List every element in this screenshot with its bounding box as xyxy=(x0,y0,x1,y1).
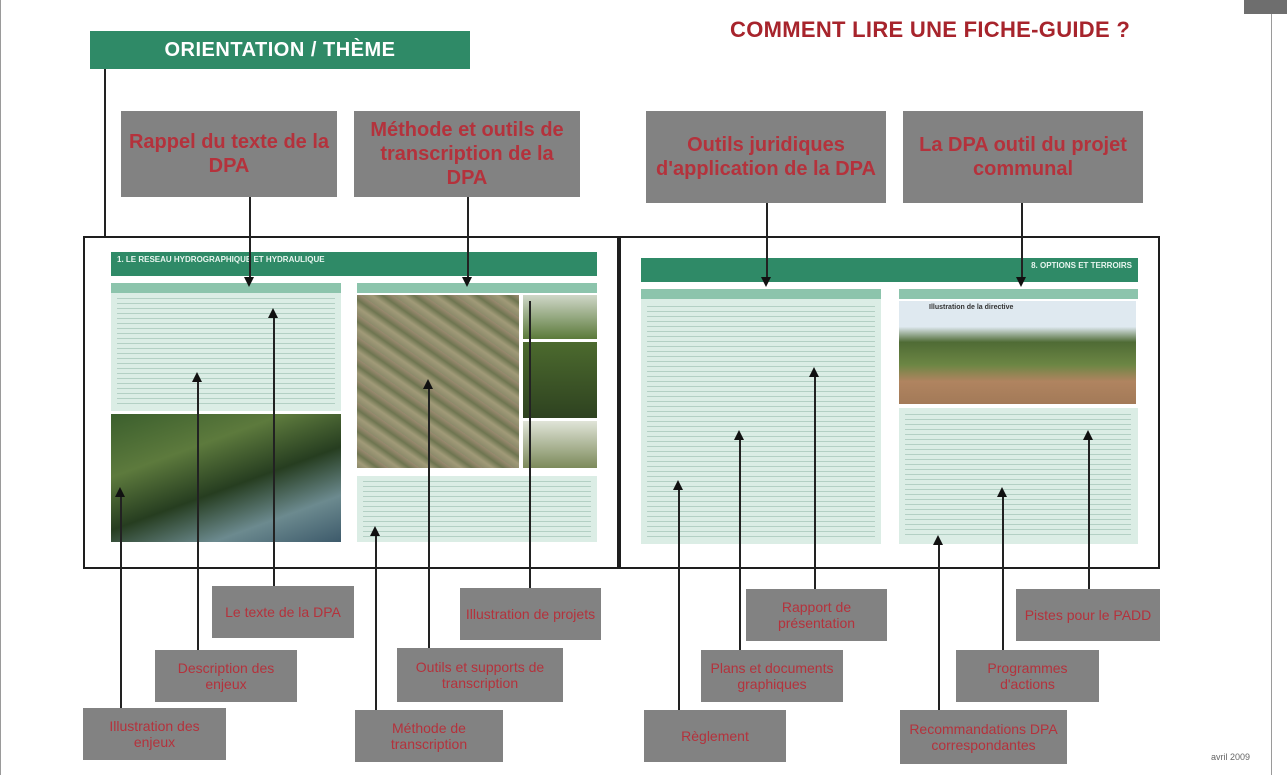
right-page-thumbnail: 8. OPTIONS ET TERROIRS Illustration de l… xyxy=(619,236,1160,569)
arrow-methode xyxy=(462,277,472,287)
right-subband-1 xyxy=(641,289,881,299)
small-photo-2 xyxy=(523,342,597,418)
arrow-rappel xyxy=(244,277,254,287)
left-subband-2 xyxy=(357,283,597,293)
olive-grove-photo: Illustration de la directive xyxy=(899,301,1136,404)
connector-orientation xyxy=(104,69,106,243)
box-texte-dpa: Le texte de la DPA xyxy=(212,586,354,638)
left-page-band: 1. LE RESEAU HYDROGRAPHIQUE ET HYDRAULIQ… xyxy=(111,252,597,276)
arrow-dpa-projet xyxy=(1016,277,1026,287)
box-plans-documents: Plans et documents graphiques xyxy=(701,650,843,702)
footer-date: avril 2009 xyxy=(1211,752,1251,762)
page-title: COMMENT LIRE UNE FICHE-GUIDE ? xyxy=(730,17,1131,42)
box-recommandations: Recommandations DPA correspondantes xyxy=(900,710,1067,764)
connector-rapport xyxy=(814,377,816,589)
connector-methode xyxy=(467,197,469,277)
box-outils-supports: Outils et supports de transcription xyxy=(397,648,563,702)
connector-programmes xyxy=(1002,497,1004,650)
connector-illustration-projets xyxy=(529,301,531,588)
box-programmes-actions: Programmes d'actions xyxy=(956,650,1099,702)
arrow-programmes xyxy=(997,487,1007,497)
right-page-band: 8. OPTIONS ET TERROIRS xyxy=(641,258,1138,282)
small-photo-1 xyxy=(523,295,597,339)
left-subband-1 xyxy=(111,283,341,293)
connector-texte-dpa xyxy=(273,318,275,586)
arrow-rapport xyxy=(809,367,819,377)
box-pistes-padd: Pistes pour le PADD xyxy=(1016,589,1160,641)
connector-outils-supports xyxy=(428,389,430,648)
arrow-description xyxy=(192,372,202,382)
right-text-lines-1 xyxy=(647,306,875,538)
connector-rappel xyxy=(249,197,251,277)
small-photo-3 xyxy=(523,421,597,468)
left-page-thumbnail: 1. LE RESEAU HYDROGRAPHIQUE ET HYDRAULIQ… xyxy=(83,236,619,569)
arrow-pistes xyxy=(1083,430,1093,440)
arrow-outils-supports xyxy=(423,379,433,389)
arrow-recommandations xyxy=(933,535,943,545)
box-methode-transcription: Méthode de transcription xyxy=(355,710,503,762)
box-methode-outils: Méthode et outils de transcription de la… xyxy=(354,111,580,197)
corner-tab xyxy=(1244,0,1287,14)
orientation-theme-banner: ORIENTATION / THÈME xyxy=(90,31,470,69)
box-illustration-enjeux: Illustration des enjeux xyxy=(83,708,226,760)
connector-recommandations xyxy=(938,545,940,710)
box-description-enjeux: Description des enjeux xyxy=(155,650,297,702)
box-outils-juridiques: Outils juridiques d'application de la DP… xyxy=(646,111,886,203)
left-text-lines-2 xyxy=(363,481,591,537)
box-rapport-presentation: Rapport de présentation xyxy=(746,589,887,641)
box-reglement: Règlement xyxy=(644,710,786,762)
connector-reglement xyxy=(678,490,680,710)
photo-caption: Illustration de la directive xyxy=(929,304,1014,311)
arrow-texte-dpa xyxy=(268,308,278,318)
box-dpa-projet: La DPA outil du projet communal xyxy=(903,111,1143,203)
connector-dpa-projet xyxy=(1021,203,1023,277)
arrow-juridiques xyxy=(761,277,771,287)
box-illustration-projets: Illustration de projets xyxy=(460,588,601,640)
connector-methode-transcription xyxy=(375,536,377,710)
right-subband-2 xyxy=(899,289,1138,299)
connector-plans xyxy=(739,440,741,650)
connector-pistes xyxy=(1088,440,1090,589)
box-rappel-texte: Rappel du texte de la DPA xyxy=(121,111,337,197)
aerial-photo xyxy=(357,295,519,468)
right-text-lines-2 xyxy=(905,414,1131,538)
arrow-methode-transcription xyxy=(370,526,380,536)
arrow-plans xyxy=(734,430,744,440)
connector-illustration-enjeux xyxy=(120,497,122,708)
connector-description xyxy=(197,382,199,650)
arrow-illustration-enjeux xyxy=(115,487,125,497)
arrow-reglement xyxy=(673,480,683,490)
left-text-lines xyxy=(117,298,335,406)
connector-juridiques xyxy=(766,203,768,277)
river-photo xyxy=(111,414,341,542)
